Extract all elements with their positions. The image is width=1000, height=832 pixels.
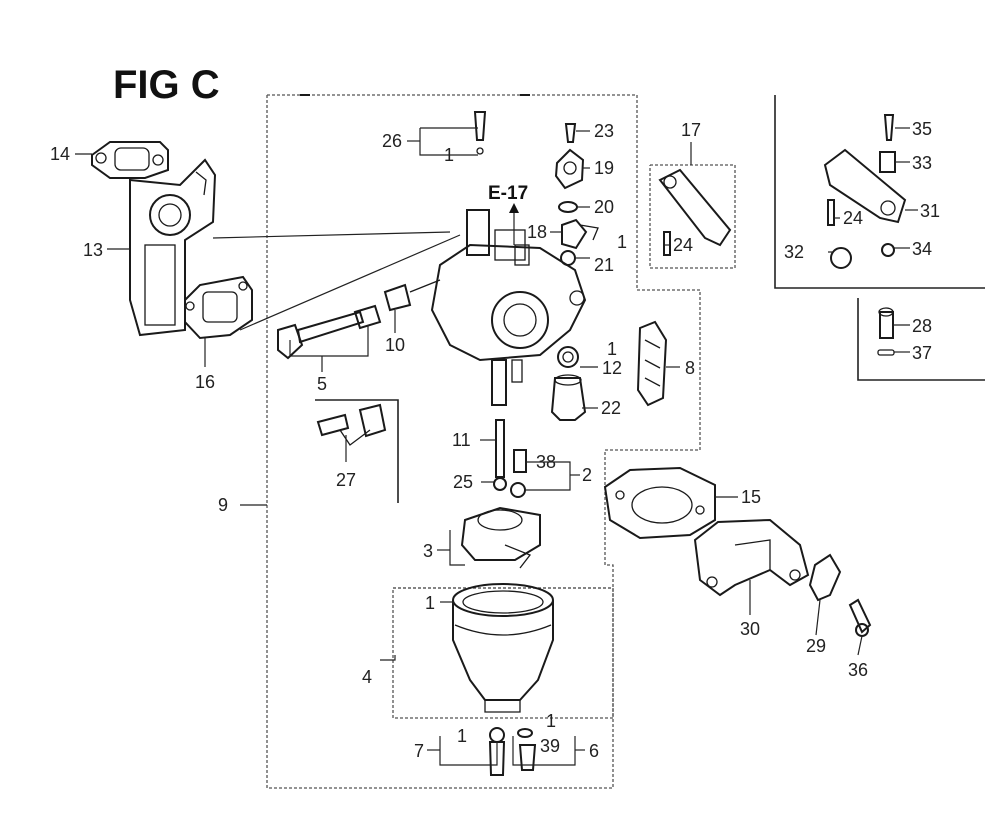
callout-24a: 24 <box>673 235 693 255</box>
part-13-insulator-bracket <box>129 158 217 337</box>
callout-26: 26 <box>382 131 402 151</box>
callout-1c: 1 <box>607 339 617 359</box>
callout-30: 30 <box>740 619 760 639</box>
callout-18: 18 <box>527 222 547 242</box>
callout-6: 6 <box>589 741 599 761</box>
callout-11: 11 <box>452 430 471 450</box>
callout-4: 4 <box>362 667 372 687</box>
callout-15: 15 <box>741 487 761 507</box>
callout-1e: 1 <box>457 726 467 746</box>
part-15-gasket <box>603 466 716 540</box>
callout-34: 34 <box>912 239 932 259</box>
callout-25: 25 <box>453 472 473 492</box>
callout-35: 35 <box>912 119 932 139</box>
part-28-part-37 <box>877 307 895 356</box>
callout-13: 13 <box>83 240 103 260</box>
callout-20: 20 <box>594 197 614 217</box>
callout-10: 10 <box>385 335 405 355</box>
part-29-lever <box>808 553 872 637</box>
callout-17: 17 <box>681 120 701 140</box>
figure-title: FIG C <box>113 63 220 107</box>
callout-1a: 1 <box>444 145 454 165</box>
callout-27: 27 <box>336 470 356 490</box>
callout-36: 36 <box>848 660 868 680</box>
callout-1b: 1 <box>617 232 627 252</box>
callout-12: 12 <box>602 358 622 378</box>
callout-1f: 1 <box>546 711 556 731</box>
part-3-float <box>460 506 541 569</box>
assembly-frames <box>266 94 985 789</box>
callout-29: 29 <box>806 636 826 656</box>
small-parts <box>277 94 668 498</box>
leader-lines <box>75 127 918 766</box>
part-17-lever <box>658 168 732 256</box>
callout-24b: 24 <box>843 208 863 228</box>
callout-28: 28 <box>912 316 932 336</box>
callout-14: 14 <box>50 144 70 164</box>
choke-arm-assembly <box>823 114 907 269</box>
part-14-gasket <box>91 141 169 179</box>
part-16-gasket <box>184 275 253 340</box>
part-4-float-chamber <box>452 583 554 713</box>
callout-23: 23 <box>594 121 614 141</box>
callout-7: 7 <box>414 741 424 761</box>
callout-3: 3 <box>423 541 433 561</box>
callout-31: 31 <box>920 201 940 221</box>
callout-8: 8 <box>685 358 695 378</box>
callout-33: 33 <box>912 153 932 173</box>
callout-19: 19 <box>594 158 614 178</box>
part-30-bracket <box>693 518 810 597</box>
callout-16: 16 <box>195 372 215 392</box>
callout-21: 21 <box>594 255 614 275</box>
carburetor-body <box>430 209 587 406</box>
callout-9: 9 <box>218 495 228 515</box>
callout-2: 2 <box>582 465 592 485</box>
callout-1d: 1 <box>425 593 435 613</box>
callout-22: 22 <box>601 398 621 418</box>
callout-37: 37 <box>912 343 932 363</box>
callout-38: 38 <box>536 452 556 472</box>
callout-5: 5 <box>317 374 327 394</box>
reference-e17: E-17 <box>488 183 528 204</box>
part-27-screw-set <box>339 429 371 446</box>
callout-32: 32 <box>784 242 804 262</box>
callout-39: 39 <box>540 736 560 756</box>
callout-numbers: E-17 14 13 16 5 10 26 1 23 19 20 18 1 21… <box>50 119 940 761</box>
